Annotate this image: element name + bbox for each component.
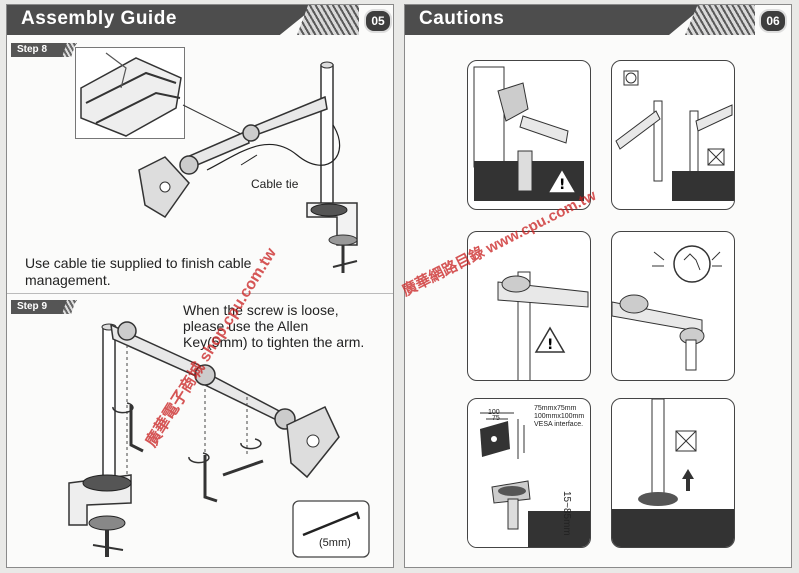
step8-arm-drawing — [138, 61, 358, 273]
step8-detail-drawing — [80, 52, 182, 137]
caution-card-tension — [611, 231, 735, 381]
step8-label: Step 8 — [11, 43, 77, 57]
step9-arm-drawing — [68, 321, 370, 558]
step8-instruction-line2: management. — [25, 272, 111, 288]
vesa-spec-line1: 75mmx75mm — [534, 405, 577, 412]
vesa-dim-100: 100 — [488, 409, 500, 416]
caution-card-orientation — [611, 60, 735, 210]
page-number: 05 — [364, 9, 392, 33]
tilt-caution-drawing: ! — [473, 66, 584, 201]
step8-instruction: Use cable tie supplied to finish cable m… — [25, 255, 251, 289]
vesa-dim-75: 75 — [492, 415, 500, 422]
svg-text:!: ! — [559, 177, 565, 193]
svg-text:!: ! — [547, 337, 553, 353]
page-title: Cautions — [419, 8, 505, 29]
caution-card-lift — [611, 398, 735, 548]
header-band — [405, 5, 705, 35]
orientation-caution-drawing — [615, 70, 734, 201]
header-stripes — [685, 5, 755, 35]
tension-caution-drawing — [612, 245, 722, 371]
page-number: 06 — [759, 9, 787, 33]
step-divider — [7, 293, 393, 294]
allen-key-size: (5mm) — [319, 537, 351, 549]
step9-note-line3: Key(5mm) to tighten the arm. — [183, 334, 365, 350]
vesa-spec: 75mmx75mm 100mmx100mm VESA interface. — [534, 405, 584, 429]
clamp-range: 15~85mm — [561, 491, 572, 536]
page-title: Assembly Guide — [21, 8, 177, 29]
header-band — [7, 5, 317, 35]
cautions-page: Cautions 06 ! — [404, 4, 792, 568]
page-header: Assembly Guide 05 — [7, 5, 393, 35]
cable-tie-callout: Cable tie — [251, 177, 299, 191]
step9-note-line1: When the screw is loose, — [183, 302, 339, 318]
vesa-spec-line3: VESA interface. — [534, 421, 584, 428]
step9-label: Step 9 — [11, 300, 77, 314]
step8-detail-inset — [75, 47, 185, 139]
caution-card-vesa: 100 75 75mmx75mm 100mmx100mm VESA interf… — [467, 398, 591, 548]
page-header: Cautions 06 — [405, 5, 791, 35]
vesa-spec-line2: 100mmx100mm — [534, 413, 585, 420]
caution-card-pinch: ! — [467, 231, 591, 381]
step9-note-line2: please use the Allen — [183, 318, 309, 334]
pinch-caution-drawing: ! — [497, 271, 589, 380]
step9-note: When the screw is loose, please use the … — [183, 302, 364, 350]
vesa-caution-drawing — [468, 412, 590, 547]
header-stripes — [297, 5, 359, 35]
caution-card-tilt: ! — [467, 60, 591, 210]
step8-instruction-line1: Use cable tie supplied to finish cable — [25, 255, 252, 271]
lift-caution-drawing — [612, 399, 734, 547]
assembly-guide-page: Assembly Guide 05 Step 8 — [6, 4, 394, 568]
